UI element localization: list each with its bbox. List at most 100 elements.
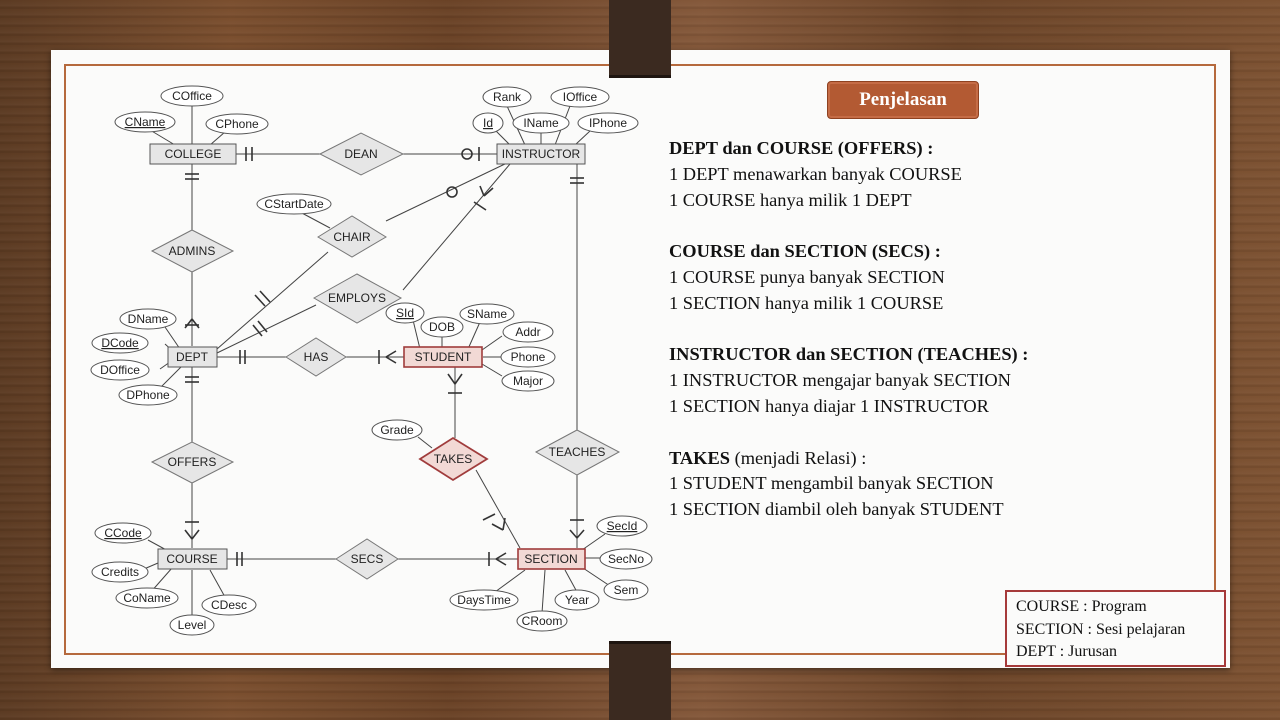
note-line: 1 SECTION hanya milik 1 COURSE [669,292,944,313]
attribute-label: CRoom [522,614,563,628]
attribute-iname [512,112,570,134]
note-line: 1 SECTION diambil oleh banyak STUDENT [669,499,1004,520]
attribute-label: IPhone [589,116,627,130]
relationship-label: TAKES [434,452,472,466]
entity-label: SECTION [524,552,577,566]
attribute-label: CPhone [215,117,259,131]
attribute-cdesc [201,594,257,616]
entity-section: SECTION [517,548,586,570]
attribute-sem [603,579,649,601]
attribute-croom [516,610,568,632]
relationship-has: HAS [285,337,347,377]
note-block: COURSE dan SECTION (SECS) : 1 COURSE pun… [669,239,1189,316]
attribute-iphone [577,112,639,134]
note-title: TAKES [669,447,730,468]
binder-strap-bottom [609,641,671,720]
binder-strap-top [609,0,671,78]
attribute-label: CStartDate [264,197,324,211]
entity-label: INSTRUCTOR [502,147,581,161]
relationship-takes: TAKES [418,436,489,482]
glossary-line: SECTION : Sesi pelajaran [1016,620,1186,638]
relationship-secs: SECS [335,538,399,580]
attribute-cstartdate [256,193,332,215]
entity-label: DEPT [176,350,209,364]
note-title-suffix: (menjadi Relasi) : [729,447,867,468]
relationship-label: CHAIR [333,230,371,244]
note-title-row: TAKES (menjadi Relasi) : [669,446,1189,472]
attribute-grade [371,419,423,441]
attribute-dphone [118,384,178,406]
attribute-ioffice [550,86,610,108]
note-block: TAKES (menjadi Relasi) : 1 STUDENT menga… [669,446,1189,523]
attribute-label: SecId [607,519,638,533]
attribute-sid [385,302,425,324]
attribute-dob [420,316,464,338]
attribute-label: Grade [380,423,414,437]
attribute-dcode [91,332,149,354]
glossary-line: COURSE : Program [1016,598,1147,615]
relationship-employs: EMPLOYS [312,273,403,324]
attribute-label: CName [125,115,166,129]
note-title: DEPT dan COURSE (OFFERS) : [669,138,934,158]
entity-label: COURSE [166,552,217,566]
attribute-label: DOffice [100,363,140,377]
attributes [90,85,653,636]
note-title: INSTRUCTOR dan SECTION (TEACHES) : [669,344,1029,365]
attribute-label: SName [467,307,507,321]
relationship-label: DEAN [344,147,377,161]
attribute-label: Phone [511,350,546,364]
glossary-box: COURSE : Program SECTION : Sesi pelajara… [1005,590,1226,667]
relationship-label: ADMINS [169,244,216,258]
attribute-label: Addr [515,325,540,339]
entity-student: STUDENT [403,346,483,368]
entity-course: COURSE [157,548,228,570]
note-block: DEPT dan COURSE (OFFERS) : 1 DEPT menawa… [669,136,1189,213]
attribute-credits [91,561,149,583]
attribute-label: Sem [614,583,639,597]
attribute-addr [502,321,554,343]
relationship-label: OFFERS [168,455,217,469]
attribute-sname [459,303,515,325]
attribute-secid [596,515,648,537]
attribute-label: SecNo [608,552,644,566]
note-line: 1 INSTRUCTOR mengajar banyak SECTION [669,370,1011,391]
explanation-notes: DEPT dan COURSE (OFFERS) : 1 DEPT menawa… [669,136,1189,549]
relationship-label: HAS [304,350,329,364]
attribute-doffice [90,359,150,381]
attribute-year [554,589,600,611]
attribute-label: Major [513,374,543,388]
note-title: COURSE dan SECTION (SECS) : [669,241,941,262]
note-line: 1 COURSE punya banyak SECTION [669,266,945,287]
relationship-offers: OFFERS [150,441,235,484]
attribute-coffice [160,85,224,107]
attribute-label: CCode [104,526,142,540]
note-line: 1 COURSE hanya milik 1 DEPT [669,189,912,210]
relationship-teaches: TEACHES [534,429,621,476]
attribute-label: DaysTime [457,593,511,607]
attribute-phone [500,346,556,368]
attribute-daystime [449,589,519,611]
attribute-secno [599,548,653,570]
entity-college: COLLEGE [149,143,237,165]
glossary-line: DEPT : Jurusan [1016,643,1118,660]
entity-label: COLLEGE [165,147,222,161]
attribute-label: IName [523,116,559,130]
attribute-label: CDesc [211,598,247,612]
attribute-ccode [94,522,152,544]
attribute-label: Rank [493,90,522,104]
attribute-coname [115,587,179,609]
attribute-id [472,112,504,134]
attribute-cname [114,111,176,133]
relationship-admins: ADMINS [150,229,235,273]
attribute-labels: COffice CName CPhone Rank IOffice Id INa… [100,89,644,632]
note-line: 1 STUDENT mengambil banyak SECTION [669,473,994,494]
attribute-label: Credits [101,565,139,579]
entity-dept: DEPT [167,346,218,368]
relationship-label: EMPLOYS [328,291,386,305]
relationship-label: TEACHES [549,445,606,459]
section-badge: Penjelasan [827,81,979,119]
connector-lines [143,105,611,617]
attribute-cphone [205,113,269,135]
entity-instructor: INSTRUCTOR [496,143,586,165]
attribute-dname [119,308,177,330]
